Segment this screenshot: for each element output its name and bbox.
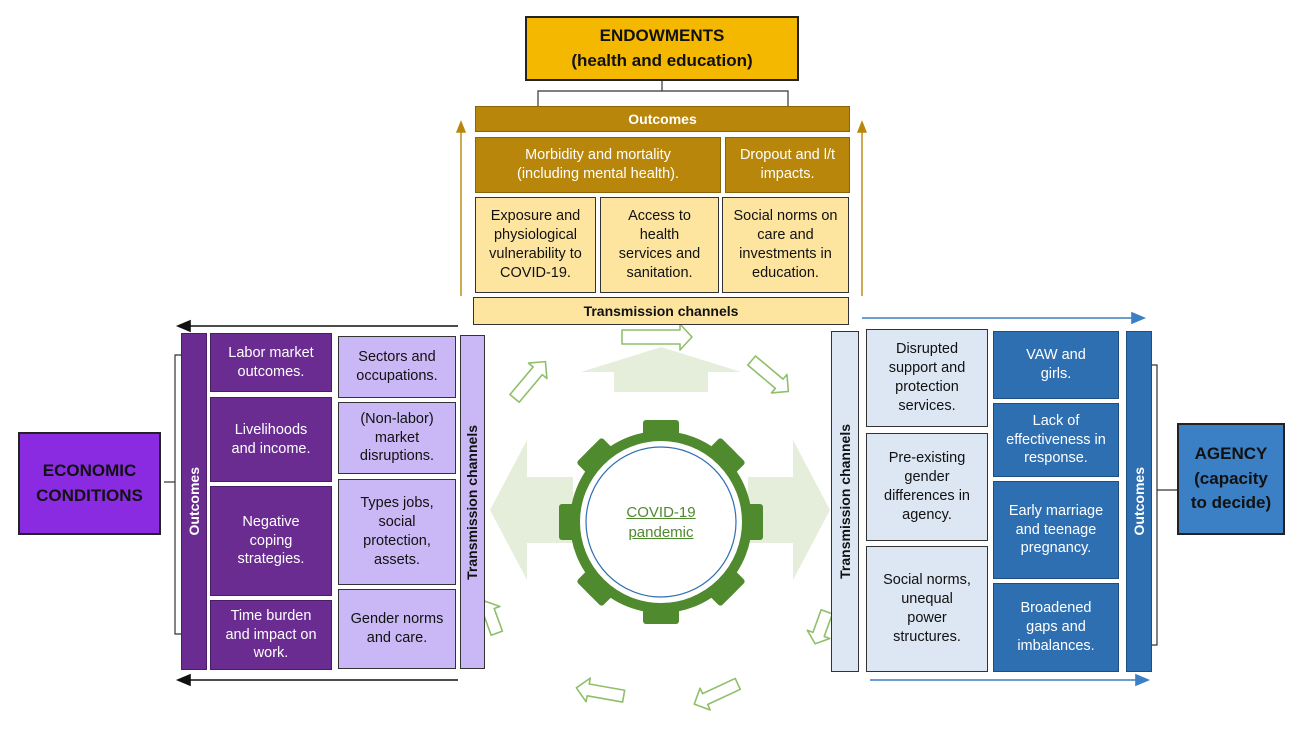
agency-title: AGENCY (capacity to decide) — [1177, 423, 1285, 535]
economic-channel-box: Sectors and occupations. — [338, 336, 456, 398]
economic-channel-box: Gender norms and care. — [338, 589, 456, 669]
agency-outcome-box: Lack of effectiveness in response. — [993, 403, 1119, 477]
endowments-connector — [537, 80, 789, 106]
economic-transmission-text: Transmission channels — [464, 424, 481, 580]
agency-transmission-text: Transmission channels — [836, 424, 853, 579]
economic-channel-box: (Non-labor) market disruptions. — [338, 402, 456, 474]
agency-bracket — [1150, 364, 1177, 646]
cycle-arrow-bottom-right — [693, 677, 742, 711]
cycle-arrow-top — [621, 323, 693, 351]
endowments-title: ENDOWMENTS (health and education) — [525, 16, 799, 81]
agency-transmission-label: Transmission channels — [831, 331, 859, 672]
cycle-arrow-bottom-left — [575, 677, 626, 703]
economic-outcome-box: Livelihoods and income. — [210, 397, 332, 482]
agency-outcome-box: Broadened gaps and imbalances. — [993, 583, 1119, 672]
economic-transmission-label: Transmission channels — [460, 335, 485, 669]
faded-arrow-right — [748, 440, 830, 580]
endowments-channel-box: Access to health services and sanitation… — [600, 197, 719, 293]
endowments-outcome-box: Morbidity and mortality (including menta… — [475, 137, 721, 193]
agency-title-line1: AGENCY — [1194, 444, 1268, 464]
endowments-title-line2: (health and education) — [571, 50, 753, 70]
economic-channel-box: Types jobs, social protection, assets. — [338, 479, 456, 585]
agency-outcome-box: VAW and girls. — [993, 331, 1119, 399]
endowments-transmission-label: Transmission channels — [473, 297, 849, 325]
agency-channel-box: Disrupted support and protection service… — [866, 329, 988, 427]
cycle-arrows — [476, 323, 834, 711]
endowments-channel-box: Exposure and physiological vulnerability… — [475, 197, 596, 293]
endowments-side-arrows — [455, 120, 868, 296]
economic-outcome-box: Labor market outcomes. — [210, 333, 332, 392]
covid-pandemic-label: COVID-19 pandemic — [606, 500, 716, 546]
economic-title-line1: ECONOMIC — [42, 460, 137, 480]
economic-outcomes-label: Outcomes — [181, 333, 207, 670]
agency-arrows — [862, 311, 1151, 687]
economic-outcome-box: Negative coping strategies. — [210, 486, 332, 596]
cycle-arrow-right-low — [806, 608, 834, 645]
endowments-channel-box: Social norms on care and investments in … — [722, 197, 849, 293]
covid-label-line2: pandemic — [628, 524, 694, 541]
agency-title-line3: to decide) — [1190, 493, 1272, 513]
endowments-outcome-box: Dropout and l/t impacts. — [725, 137, 850, 193]
endowments-outcomes-header: Outcomes — [475, 106, 850, 132]
agency-outcomes-text: Outcomes — [1130, 467, 1147, 536]
economic-bracket — [164, 354, 181, 635]
economic-title: ECONOMIC CONDITIONS — [18, 432, 161, 535]
virus-icon — [559, 420, 763, 624]
cycle-arrow-top-left — [509, 360, 548, 404]
agency-outcome-box: Early marriage and teenage pregnancy. — [993, 481, 1119, 579]
faded-arrow-up — [581, 347, 741, 392]
covid-label-line1: COVID-19 — [626, 503, 696, 521]
economic-outcome-box: Time burden and impact on work. — [210, 600, 332, 670]
economic-title-line2: CONDITIONS — [36, 485, 143, 505]
agency-channel-box: Social norms, unequal power structures. — [866, 546, 988, 672]
economic-outcomes-text: Outcomes — [185, 467, 202, 536]
endowments-title-line1: ENDOWMENTS — [599, 25, 725, 45]
faded-arrow-left — [490, 440, 573, 580]
agency-title-line2: (capacity — [1194, 468, 1268, 488]
economic-arrows — [175, 319, 458, 687]
agency-outcomes-label: Outcomes — [1126, 331, 1152, 672]
cycle-arrow-top-right — [746, 355, 790, 394]
agency-channel-box: Pre-existing gender differences in agenc… — [866, 433, 988, 541]
